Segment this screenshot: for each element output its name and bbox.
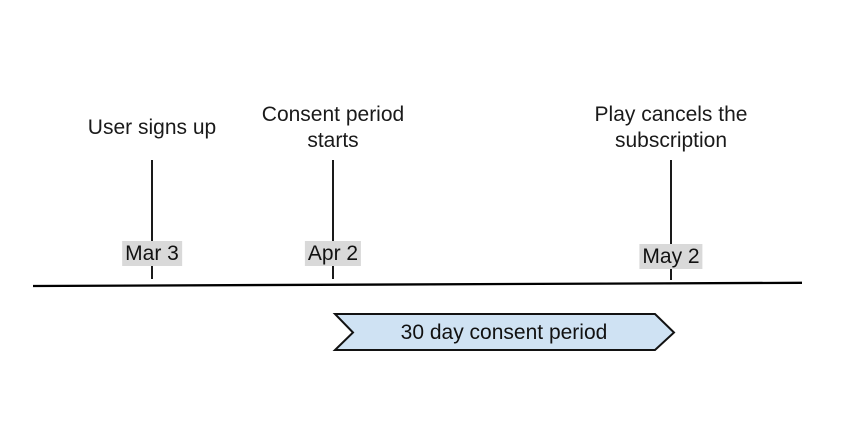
- event-label-user-signs-up: User signs up: [87, 116, 217, 139]
- consent-period-banner-label: 30 day consent period: [400, 321, 608, 344]
- date-chip-apr-2: Apr 2: [304, 241, 362, 266]
- timeline-axis: [32, 281, 803, 288]
- event-label-consent-period-starts: Consent period starts: [261, 103, 405, 152]
- event-label-play-cancels-subscription: Play cancels the subscription: [594, 103, 748, 152]
- consent-period-banner-shape: [332, 313, 676, 351]
- date-chip-may-2: May 2: [639, 244, 703, 269]
- date-chip-mar-3: Mar 3: [122, 241, 182, 266]
